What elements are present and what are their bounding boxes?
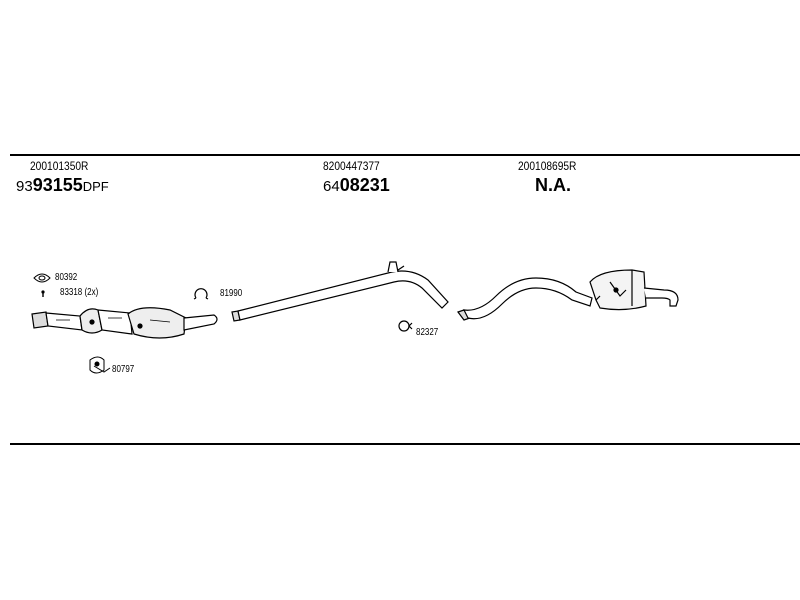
mount-kit-icon (89, 356, 111, 374)
part-number-1: 9393155DPF (16, 175, 109, 196)
label-gasket: 80392 (55, 272, 78, 283)
front-pipe-dpf (31, 307, 218, 339)
bottom-rule (10, 443, 800, 445)
oem-number-2: 8200447377 (323, 159, 380, 173)
label-clamp-front: 81990 (220, 288, 243, 299)
label-bolts: 83318 (2x) (60, 287, 99, 298)
part-main-3: N.A. (535, 175, 571, 195)
clamp-icon (193, 288, 209, 300)
intermediate-pipe (231, 261, 449, 322)
oem-number-3: 200108695R (518, 159, 577, 173)
part-prefix-2: 64 (323, 178, 340, 195)
clamp-icon (398, 320, 413, 332)
part-number-2: 6408231 (323, 175, 390, 196)
part-prefix-1: 93 (16, 178, 33, 195)
part-number-3: N.A. (535, 175, 571, 196)
label-clamp-mid: 82327 (416, 327, 439, 338)
part-main-2: 08231 (339, 175, 390, 195)
bolt-icon (41, 290, 45, 297)
part-suffix-1: DPF (82, 179, 109, 194)
part-main-1: 93155 (32, 175, 83, 195)
oem-number-1: 200101350R (30, 159, 89, 173)
top-rule (10, 154, 800, 156)
label-mount-kit: 80797 (112, 364, 135, 375)
rear-pipe-muffler (457, 269, 679, 321)
gasket-icon (33, 273, 51, 283)
